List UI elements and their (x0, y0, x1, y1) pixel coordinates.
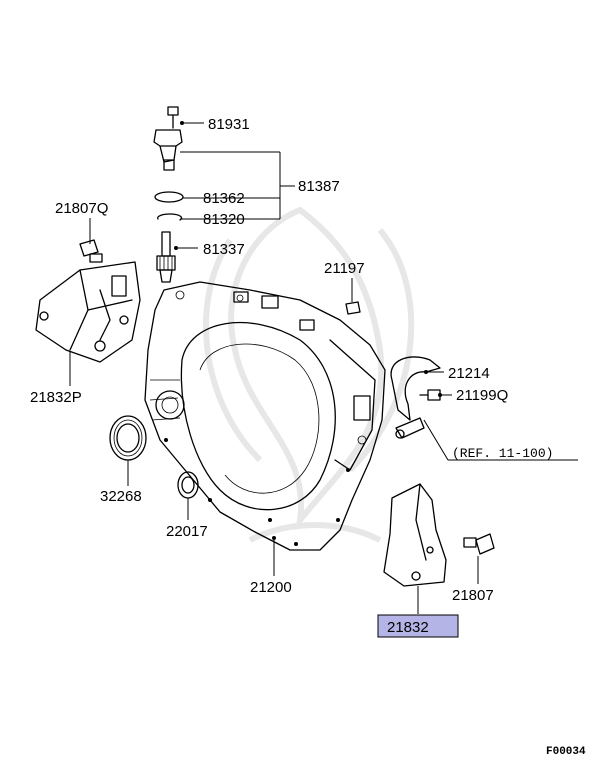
speedometer-gear[interactable] (156, 231, 176, 283)
part-label-81337[interactable]: 81337 (203, 241, 245, 258)
leaders-seals (127, 460, 189, 520)
part-label-81362[interactable]: 81362 (203, 190, 245, 207)
leaders-case (272, 536, 276, 576)
figure-code: F00034 (546, 746, 586, 758)
part-label-21199q[interactable]: 21199Q (456, 387, 508, 404)
oil-seal-32268[interactable] (109, 415, 147, 461)
part-label-21197[interactable]: 21197 (324, 260, 365, 277)
part-label-21832[interactable]: 21832 (387, 619, 429, 636)
part-label-22017[interactable]: 22017 (166, 523, 208, 540)
reference-label[interactable]: (REF. 11-100) (452, 446, 553, 461)
snap-ring[interactable] (156, 213, 183, 221)
part-label-32268[interactable]: 32268 (100, 488, 142, 505)
leaders-plate (417, 556, 479, 614)
part-label-21832p[interactable]: 21832P (30, 389, 82, 406)
dowel-pin[interactable] (345, 301, 361, 315)
leaders-right (423, 370, 578, 461)
part-label-21200[interactable]: 21200 (250, 579, 292, 596)
bolt-21807[interactable] (463, 533, 495, 555)
bolt-21807q[interactable] (79, 239, 103, 263)
leaders-sensor-group (174, 121, 295, 250)
part-label-21807q[interactable]: 21807Q (55, 200, 108, 217)
part-label-21214[interactable]: 21214 (448, 365, 490, 382)
highlight-box (377, 614, 459, 638)
speed-sensor-bolt[interactable] (167, 106, 179, 129)
part-label-81320[interactable]: 81320 (203, 211, 245, 228)
speed-sensor[interactable] (153, 129, 183, 171)
part-label-21807[interactable]: 21807 (452, 587, 494, 604)
transaxle-case[interactable] (144, 281, 386, 551)
bolt-21199q[interactable] (419, 389, 441, 401)
part-label-81931[interactable]: 81931 (208, 116, 250, 133)
bracket-21832p[interactable] (35, 261, 141, 363)
o-ring[interactable] (154, 191, 184, 203)
oil-seal-22017[interactable] (177, 471, 199, 499)
clip[interactable] (395, 417, 425, 439)
plate-21832[interactable] (383, 483, 447, 587)
leaders-left (69, 218, 91, 386)
part-label-81387[interactable]: 81387 (298, 178, 340, 195)
watermark-emblem (203, 206, 415, 543)
